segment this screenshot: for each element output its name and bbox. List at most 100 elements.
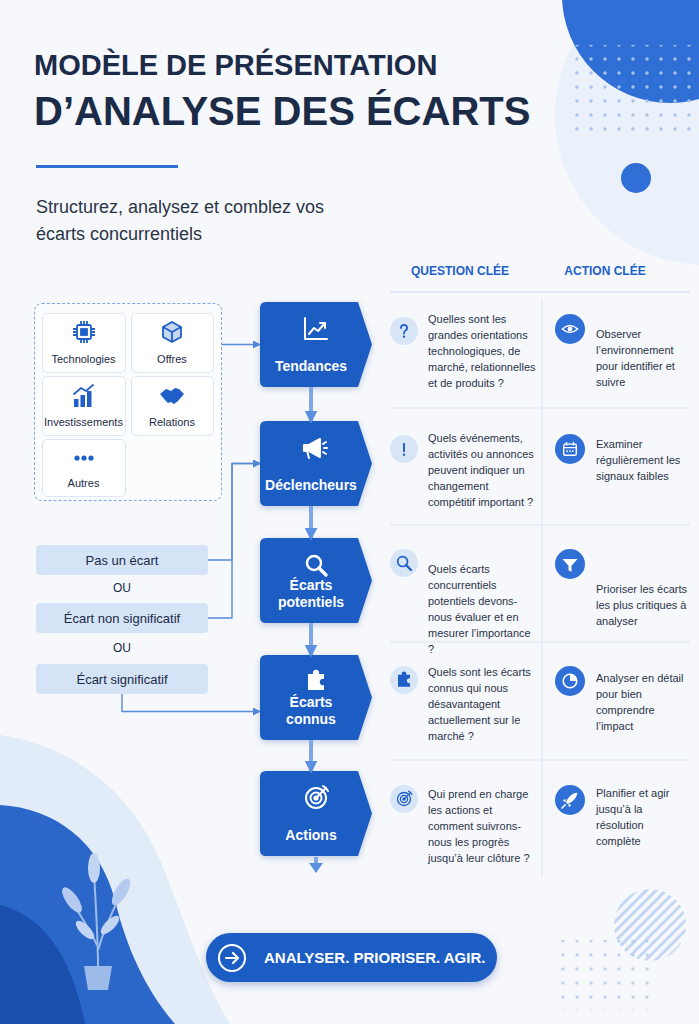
column-header: ACTION CLÉE [545,264,665,278]
chevron-fill [260,655,372,740]
node-text: Écarts connus [264,694,358,728]
flow-arrow [309,506,313,538]
puzzle-icon [398,672,410,687]
action-cell: Planifier et agir jusqu’à la résolution … [596,785,688,849]
outcome-box: Écart significatif [36,664,208,694]
target-icon [398,791,412,805]
question-cell: Quels écarts concurrentiels potentiels d… [428,561,538,657]
slogan-pill: ANALYSER. PRIORISER. AGIR. [206,933,497,982]
page-title: MODÈLE DE PRÉSENTATION D’ANALYSE DES ÉCA… [34,42,564,134]
magnifier-icon [398,557,411,570]
plant-leaf [73,918,97,942]
question-cell: Quels sont les écarts connus qui nous dé… [428,664,538,744]
eye-icon [562,326,577,333]
chevron-fill [260,771,372,856]
row-rule [390,408,690,409]
action-badge [555,434,585,464]
calendar-icon [564,442,577,455]
flow-arrow [309,740,313,771]
plant-leaf [108,876,133,908]
accent-dot [621,163,651,193]
category-group: Technologies OffresInvestissements Relatio… [34,303,222,501]
action-cell: Examiner régulièrement les signaux faibl… [596,436,688,484]
chevron-fill [260,302,372,387]
action-badge [555,314,585,344]
node-text: Actions [264,827,358,844]
chevron-shape [260,771,372,856]
flow-arrow [309,387,313,421]
question-cell: Quelles sont les grandes orientations te… [428,311,538,391]
wave-light [0,735,230,1024]
node-text: Tendances [264,358,358,375]
header-rule [390,291,690,292]
action-badge [555,785,585,815]
loop-arrow [222,344,260,345]
exclamation-icon [403,444,405,456]
action-cell: Prioriser les écarts les plus critiques … [596,581,688,629]
row-rule [390,642,690,643]
plant-leaf [98,913,122,937]
question-badge [390,666,418,694]
title-underline [36,165,178,168]
category-tile: Investissements [42,376,126,436]
dot-grid [572,45,697,140]
chevron-shape [260,302,372,387]
column-header: QUESTION CLÉE [388,264,532,278]
category-tile: Relations [131,376,214,436]
tail-line [314,857,318,864]
stage-chevron: Écarts connus [260,655,372,740]
rocket-icon [562,793,577,808]
node-text: Écart non significatif [64,611,180,626]
chevron-fill [260,538,372,623]
plant-leaf [88,853,100,883]
question-badge [390,435,418,463]
plant-stem [94,872,98,966]
stage-chevron: Écarts potentiels [260,538,372,623]
outcome-box: Pas un écart [36,545,208,575]
action-cell: Observer l’environnement pour identifier… [596,326,688,390]
row-rule [390,525,690,526]
node-text: Investissements [44,416,123,428]
connector-word: OU [36,641,208,655]
action-badge [555,549,585,579]
wave-blue [0,805,175,1024]
question-cell: Quels événements, activités ou annonces … [428,430,538,510]
chevron-shape [260,421,372,506]
loop-arrow [122,694,260,712]
node-text: ANALYSER. PRIORISER. AGIR. [264,949,485,966]
plant-leaf [58,884,85,915]
action-cell: Analyser en détail pour bien comprendre … [596,670,688,734]
node-text: Écarts potentiels [264,577,358,611]
category-tile: Autres [42,439,126,497]
question-badge [390,785,418,813]
outcome-box: Écart non significatif [36,603,208,633]
stage-chevron: Déclencheurs [260,421,372,506]
stage-chevron: Actions [260,771,372,856]
chevron-fill [260,421,372,506]
connector-word: OU [36,581,208,595]
node-text: Pas un écart [86,553,159,568]
category-tile: Technologies [42,313,126,373]
wave-dark [0,905,85,1024]
stage-chevron: Tendances [260,302,372,387]
flow-arrow [309,623,313,655]
plant-pot [84,966,112,990]
node-text: Déclencheurs [264,477,358,494]
node-text: Technologies [51,353,115,365]
node-text: Offres [157,353,187,365]
pie-icon [563,674,577,688]
funnel-icon [563,559,578,572]
tail-arrowhead [309,863,323,873]
dot-grid [555,940,650,1010]
row-rule [390,760,690,761]
question-badge [390,317,418,345]
column-rule [542,298,543,878]
node-text: Autres [68,477,100,489]
question-icon [401,325,407,338]
category-tile: Offres [131,313,214,373]
node-text: Relations [149,416,195,428]
action-badge [555,666,585,696]
